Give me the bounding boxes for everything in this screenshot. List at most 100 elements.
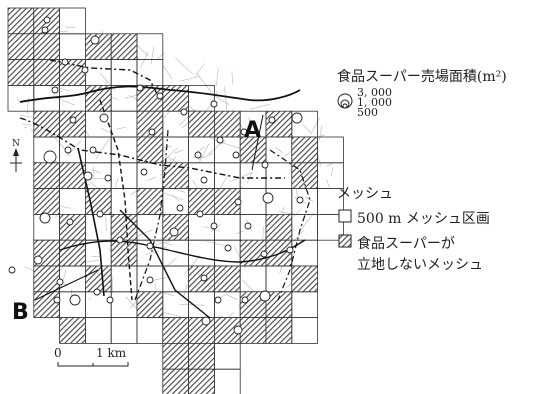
mesh-cell-no-store xyxy=(136,291,164,318)
street-segment xyxy=(278,211,297,215)
street-segment xyxy=(216,61,220,87)
boundary-line-2 xyxy=(19,117,285,179)
mesh-cell xyxy=(265,265,293,293)
mesh-cell-no-store xyxy=(291,136,318,164)
mesh-cell-no-store xyxy=(33,291,60,318)
street-segment xyxy=(219,141,242,149)
street-segment xyxy=(249,104,270,110)
street-segment xyxy=(61,206,72,209)
street-segment xyxy=(55,97,75,106)
north-label: N xyxy=(12,139,20,149)
mesh-cell-no-store xyxy=(265,317,293,344)
store-circle xyxy=(64,146,72,154)
store-circle xyxy=(194,151,202,159)
store-circle xyxy=(90,35,100,45)
street-segment xyxy=(132,20,149,30)
street-segment xyxy=(3,200,12,220)
mesh-cell xyxy=(213,368,241,394)
street-segment xyxy=(281,207,285,216)
mesh-cell-no-store xyxy=(85,188,112,215)
store-circle xyxy=(261,161,269,169)
street-segment xyxy=(135,43,149,56)
mesh-cell xyxy=(85,136,112,164)
mesh-cell-no-store xyxy=(110,33,138,60)
store-circle xyxy=(291,112,303,124)
street-segment xyxy=(183,284,188,298)
mesh-cell-no-store xyxy=(33,33,60,60)
scale-unit-label: 1 km xyxy=(96,346,127,360)
street-segment xyxy=(318,120,324,141)
mesh-cell-no-store xyxy=(188,368,215,394)
street-segment xyxy=(302,29,319,43)
store-circle xyxy=(169,227,179,237)
street-segment xyxy=(116,126,127,130)
store-circle xyxy=(136,84,144,92)
store-circle xyxy=(66,218,74,226)
street-segment xyxy=(332,329,335,330)
street-segment xyxy=(293,209,301,218)
mesh-cell-no-store xyxy=(213,265,241,293)
street-segment xyxy=(88,297,102,310)
street-segment xyxy=(206,90,219,111)
mesh-cell-no-store xyxy=(136,188,164,215)
street-segment xyxy=(242,20,249,29)
street-segment xyxy=(323,20,332,28)
mesh-cell-no-store xyxy=(33,188,60,215)
store-circle xyxy=(146,276,154,284)
store-circle xyxy=(69,116,77,124)
mesh-cell xyxy=(136,317,164,344)
store-circle xyxy=(240,128,248,136)
store-circle xyxy=(56,278,64,286)
mesh-no-store-label-2: 立地しないメッシュ xyxy=(357,257,483,273)
mesh-cell xyxy=(59,7,86,35)
street-segment xyxy=(15,123,17,135)
mesh-cell-no-store xyxy=(33,265,60,293)
street-segment xyxy=(159,20,170,24)
street-segment xyxy=(198,143,210,163)
street-segment xyxy=(309,255,318,264)
street-segment xyxy=(15,195,20,213)
street-segment xyxy=(97,320,102,329)
mesh-cell-no-store xyxy=(59,110,86,138)
store-circle xyxy=(140,168,148,176)
mesh-cell-no-store xyxy=(188,188,215,215)
street-segment xyxy=(203,226,220,232)
street-segment xyxy=(226,39,240,52)
mesh-cell xyxy=(213,213,241,241)
mesh-cell-no-store xyxy=(110,213,138,241)
street-segment xyxy=(164,155,179,164)
mesh-cell xyxy=(7,85,35,112)
street-segment xyxy=(161,311,182,317)
mesh-cell-no-store xyxy=(162,368,190,394)
boundary-line xyxy=(49,59,161,101)
rail-line xyxy=(19,85,301,103)
mesh-cell-no-store xyxy=(7,7,35,35)
street-segment xyxy=(323,256,330,266)
street-segment xyxy=(65,26,76,28)
street-segment xyxy=(174,57,194,75)
mesh-cell xyxy=(59,188,86,215)
mesh-500m-label: 500 m メッシュ区画 xyxy=(357,211,490,227)
store-circle xyxy=(180,108,188,116)
scale-bar xyxy=(57,362,129,367)
hatched-square-icon xyxy=(338,234,352,248)
mesh-cell-no-store xyxy=(136,136,164,164)
mesh-cell xyxy=(188,85,215,112)
mesh-cell-no-store xyxy=(110,239,138,267)
nested-circles-icon xyxy=(337,93,353,109)
street-segment xyxy=(114,178,119,188)
store-circle xyxy=(106,296,114,304)
store-circle xyxy=(296,196,304,204)
street-segment xyxy=(206,241,225,246)
mesh-cell-no-store xyxy=(162,342,190,370)
street-segment xyxy=(270,22,282,37)
store-area-value: 3, 000 xyxy=(357,86,392,99)
store-circle xyxy=(104,174,112,182)
street-segment xyxy=(274,146,283,153)
street-segment xyxy=(161,147,179,163)
store-circle xyxy=(43,16,51,24)
mesh-cell xyxy=(110,110,138,138)
street-segment xyxy=(174,149,185,154)
empty-square-icon xyxy=(338,209,352,223)
street-segment xyxy=(215,96,230,105)
